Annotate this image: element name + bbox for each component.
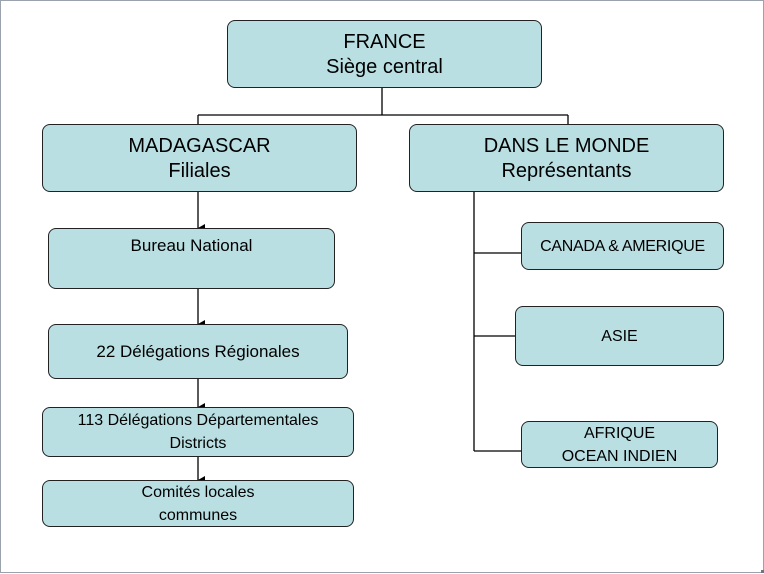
node-madagascar-title: MADAGASCAR [128, 135, 271, 157]
node-delegations-regionales-label: 22 Délégations Régionales [96, 341, 300, 361]
node-delegations-departementales-subtitle: Districts [169, 435, 227, 452]
node-bureau-national-label: Bureau National [130, 236, 253, 255]
node-bureau-national: Bureau National [48, 228, 335, 289]
node-canada-amerique: CANADA & AMERIQUE [521, 222, 724, 270]
node-monde-title: DANS LE MONDE [483, 135, 650, 157]
node-madagascar-subtitle: Filiales [168, 160, 231, 182]
node-comites-locales-subtitle: communes [158, 506, 238, 524]
node-france: FRANCE Siège central [227, 20, 542, 88]
node-delegations-regionales: 22 Délégations Régionales [48, 324, 348, 379]
node-asie-label: ASIE [601, 328, 638, 345]
node-delegations-departementales: 113 Délégations Départementales District… [42, 407, 354, 457]
node-afrique-subtitle: OCEAN INDIEN [561, 447, 678, 465]
node-comites-locales-title: Comités locales [141, 483, 255, 501]
node-afrique-ocean-indien: AFRIQUE OCEAN INDIEN [521, 421, 718, 468]
node-monde: DANS LE MONDE Représentants [409, 124, 724, 192]
node-monde-subtitle: Représentants [501, 160, 632, 182]
node-delegations-departementales-title: 113 Délégations Départementales [77, 412, 319, 429]
node-comites-locales: Comités locales communes [42, 480, 354, 527]
node-asie: ASIE [515, 306, 724, 366]
node-canada-amerique-label: CANADA & AMERIQUE [540, 237, 705, 255]
node-france-subtitle: Siège central [326, 56, 443, 78]
node-madagascar: MADAGASCAR Filiales [42, 124, 357, 192]
node-france-title: FRANCE [343, 31, 426, 53]
node-afrique-title: AFRIQUE [583, 424, 656, 442]
